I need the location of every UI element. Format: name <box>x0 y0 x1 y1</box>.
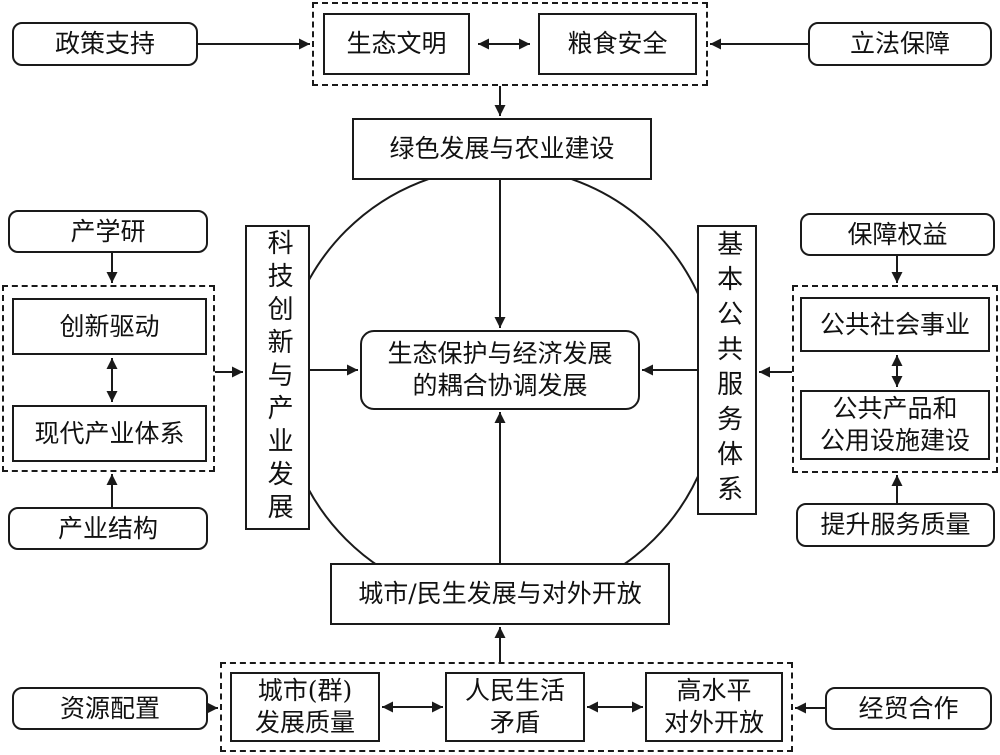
legislation-guarantee-label: 立法保障 <box>849 29 950 58</box>
industry-academia-research-box: 产学研 <box>8 210 208 253</box>
right-group-frame <box>792 285 998 473</box>
improve-service-quality-label: 提升服务质量 <box>820 510 971 539</box>
city-development-quality-line2: 发展质量 <box>254 708 355 737</box>
economic-trade-cooperation-box: 经贸合作 <box>825 687 992 730</box>
public-products-line2: 公用设施建设 <box>819 426 970 455</box>
safeguard-rights-box: 保障权益 <box>800 213 995 256</box>
resource-allocation-box: 资源配置 <box>12 687 208 730</box>
modern-industry-system-label: 现代产业体系 <box>34 418 185 448</box>
green-development-label: 绿色发展与农业建设 <box>389 134 615 163</box>
safeguard-rights-label: 保障权益 <box>847 219 948 249</box>
modern-industry-system-box: 现代产业体系 <box>12 405 207 462</box>
public-services-box: 基本公共服务体系 <box>697 225 757 515</box>
bottom-group-frame <box>220 662 793 752</box>
public-services-label: 基本公共服务体系 <box>712 230 743 510</box>
center-goal-line1: 生态保护与经济发展 <box>387 339 613 368</box>
legislation-guarantee-box: 立法保障 <box>808 22 992 66</box>
green-development-box: 绿色发展与农业建设 <box>352 118 652 180</box>
center-goal-box: 生态保护与经济发展 的耦合协调发展 <box>360 330 640 410</box>
high-level-opening-box: 高水平 对外开放 <box>645 672 783 742</box>
resource-allocation-label: 资源配置 <box>59 693 160 723</box>
ecological-civilization-box: 生态文明 <box>323 13 470 75</box>
food-security-box: 粮食安全 <box>538 13 697 75</box>
ecological-civilization-label: 生态文明 <box>346 29 447 58</box>
public-social-undertakings-box: 公共社会事业 <box>800 297 990 352</box>
innovation-driven-label: 创新驱动 <box>59 311 160 341</box>
improve-service-quality-box: 提升服务质量 <box>796 503 995 547</box>
industry-academia-research-label: 产学研 <box>70 216 146 246</box>
food-security-label: 粮食安全 <box>567 29 668 58</box>
tech-industry-box: 科技创新与产业发展 <box>245 225 310 530</box>
industrial-structure-box: 产业结构 <box>8 507 208 550</box>
high-level-opening-line1: 高水平 <box>676 676 752 705</box>
public-products-box: 公共产品和 公用设施建设 <box>800 390 990 460</box>
policy-support-label: 政策支持 <box>54 29 155 58</box>
policy-support-box: 政策支持 <box>12 22 198 66</box>
public-social-undertakings-label: 公共社会事业 <box>819 309 970 339</box>
city-livelihood-opening-label: 城市/民生发展与对外开放 <box>358 579 642 608</box>
innovation-driven-box: 创新驱动 <box>12 298 207 355</box>
city-development-quality-line1: 城市(群) <box>257 676 353 705</box>
industrial-structure-label: 产业结构 <box>57 513 158 543</box>
economic-trade-cooperation-label: 经贸合作 <box>858 693 959 723</box>
people-livelihood-line1: 人民生活 <box>464 676 565 705</box>
tech-industry-label: 科技创新与产业发展 <box>263 229 294 526</box>
center-goal-line2: 的耦合协调发展 <box>412 371 588 400</box>
people-livelihood-line2: 矛盾 <box>489 708 540 737</box>
left-group-frame <box>2 285 215 472</box>
city-livelihood-opening-box: 城市/民生发展与对外开放 <box>330 563 670 625</box>
public-products-line1: 公共产品和 <box>832 394 958 423</box>
people-livelihood-box: 人民生活 矛盾 <box>445 672 585 742</box>
top-group-frame <box>312 2 708 86</box>
city-development-quality-box: 城市(群) 发展质量 <box>230 672 380 742</box>
high-level-opening-line2: 对外开放 <box>663 708 764 737</box>
